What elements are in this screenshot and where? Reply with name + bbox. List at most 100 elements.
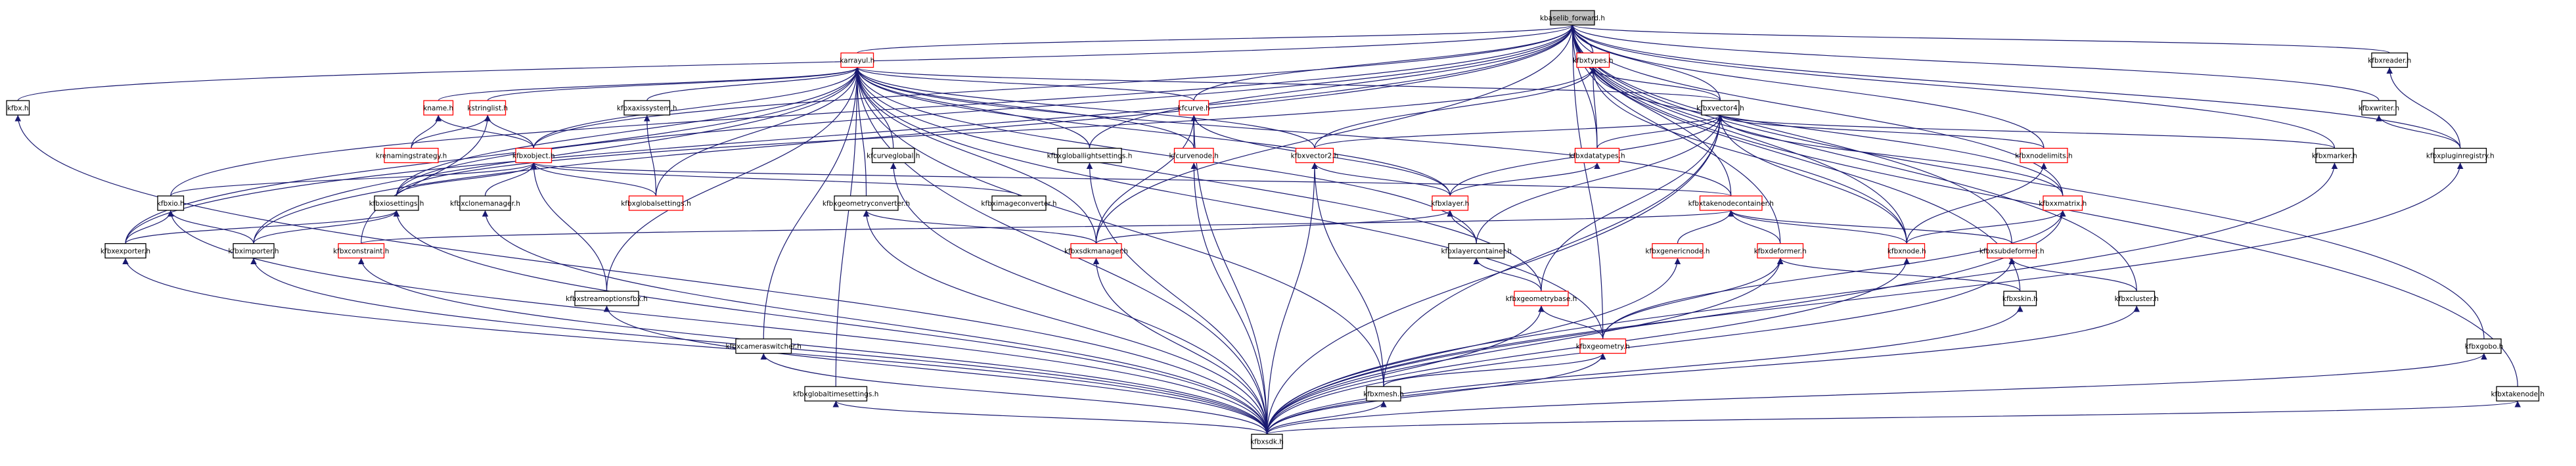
edge-kfbxpluginregistry-to-kfbxwriter <box>2376 114 2461 149</box>
node-kfbxmesh[interactable]: kfbxmesh.h <box>1363 386 1404 402</box>
node-kfbxnode[interactable]: kfbxnode.h <box>1887 243 1926 259</box>
node-box <box>2020 147 2068 164</box>
node-kfbxtakenodecontainer[interactable]: kfbxtakenodecontainer.h <box>1688 195 1774 211</box>
node-krenamingstrategy[interactable]: krenamingstrategy.h <box>376 147 447 164</box>
edge-kname-to-karrayul <box>438 66 861 101</box>
edge-kfbxmarker-to-kbaselib_forward <box>1569 25 2336 149</box>
node-kfcurvenode[interactable]: kfcurvenode.h <box>1169 147 1219 164</box>
edge-kfbxaxissystem-to-karrayul <box>646 67 861 101</box>
node-kfbxlayercontainer[interactable]: kfbxlayercontainer.h <box>1441 243 1512 259</box>
node-kfbxnodelimits[interactable]: kfbxnodelimits.h <box>2015 147 2073 164</box>
node-box <box>1070 243 1122 259</box>
edge-kfbxglobaltimesettings-to-karrayul <box>835 67 861 387</box>
node-kfbxglobaltimesettings[interactable]: kfbxglobaltimesettings.h <box>793 386 878 402</box>
edge-kfbxlayercontainer-to-kfbxlayer <box>1447 210 1477 244</box>
edge-kfbxsdk-to-kfbxsdkmanager <box>1093 258 1268 434</box>
node-kfbxconstraint[interactable]: kfbxconstraint.h <box>333 243 389 259</box>
edge <box>853 67 1097 244</box>
node-kfbxskin[interactable]: kfbxskin.h <box>2002 291 2038 306</box>
node-kfbxlayer[interactable]: kfbxlayer.h <box>1431 195 1469 211</box>
edge <box>438 66 861 101</box>
node-kfbxdatatypes[interactable]: kfbxdatatypes.h <box>1569 147 1625 164</box>
node-kfbxxmatrix[interactable]: kfbxxmatrix.h <box>2039 195 2087 211</box>
edge-kfbxvector2-to-karrayul <box>854 67 1315 149</box>
edge-kfbxsdk-to-kfbxgeometryconverter <box>863 210 1268 434</box>
node-label: kfcurveglobal.h <box>867 152 920 160</box>
node-label: kfbxgenericnode.h <box>1645 248 1709 256</box>
node-kfbx[interactable]: kfbx.h <box>6 100 30 116</box>
node-kfbxglobalsettings[interactable]: kfbxglobalsettings.h <box>621 195 691 211</box>
node-kfbxclonemanager[interactable]: kfbxclonemanager.h <box>450 195 520 211</box>
node-kfcurveglobal[interactable]: kfcurveglobal.h <box>867 147 920 164</box>
node-kfbxdeformer[interactable]: kfbxdeformer.h <box>1754 243 1807 259</box>
node-label: kfbxwriter.h <box>2359 105 2399 112</box>
node-kfbxmarker[interactable]: kfbxmarker.h <box>2312 147 2357 164</box>
node-label: kfbxclonemanager.h <box>450 200 520 208</box>
edge-kfbxlayer-to-kfbxdatatypes <box>1449 162 1600 197</box>
node-karrayul[interactable]: karrayul.h <box>840 52 874 68</box>
edge <box>1314 67 1596 149</box>
node-kfbxgeometry[interactable]: kfbxgeometry.h <box>1576 338 1630 354</box>
edge <box>760 353 1268 434</box>
edge-kfbximageconverter-to-kfbxobject <box>530 162 1020 197</box>
node-kfbxwriter[interactable]: kfbxwriter.h <box>2359 100 2399 116</box>
node-kfbxvector4[interactable]: kfbxvector4.h <box>1696 100 1744 116</box>
edge-kfbxvector4-to-karrayul <box>854 66 1721 101</box>
node-kfbxexporter[interactable]: kfbxexporter.h <box>101 243 150 259</box>
node-box <box>2043 195 2083 211</box>
node-kfbxvector2[interactable]: kfbxvector2.h <box>1291 147 1339 164</box>
node-kfbxtakenode[interactable]: kfbxtakenode.h <box>2491 386 2544 402</box>
edge <box>395 67 861 197</box>
edge <box>1086 162 1268 434</box>
node-box <box>1251 434 1283 450</box>
edge <box>643 114 657 197</box>
node-label: kfbxsdk.h <box>1250 438 1284 446</box>
node-kfcurve[interactable]: kfcurve.h <box>1178 100 1210 116</box>
node-label: kfbxpluginregistry.h <box>2426 152 2495 160</box>
node-kfbxtypes[interactable]: kfbxtypes.h <box>1573 52 1614 68</box>
node-kfbxgeometrybase[interactable]: kfbxgeometrybase.h <box>1506 291 1577 306</box>
node-label: kfbxlayercontainer.h <box>1441 248 1512 256</box>
node-box <box>1576 52 1610 68</box>
edge-kfbxlayercontainer-to-kfbxvector4 <box>1476 114 1724 244</box>
edge-kfbxsdkmanager-to-kfbxlayer <box>1095 210 1453 245</box>
node-kfbxsdkmanager[interactable]: kfbxsdkmanager.h <box>1064 243 1128 259</box>
edge <box>646 67 861 101</box>
node-kfbxgobo[interactable]: kfbxgobo.h <box>2465 338 2504 354</box>
node-kfbxstreamoptionsfbx[interactable]: kfbxstreamoptionsfbx.h <box>566 291 648 306</box>
node-kfbxpluginregistry[interactable]: kfbxpluginregistry.h <box>2426 147 2495 164</box>
node-kfbxgloballightsettings[interactable]: kfbxgloballightsettings.h <box>1047 147 1133 164</box>
edge-kfbxcluster-to-kfbxsubdeformer <box>2008 258 2137 292</box>
node-kfbxgenericnode[interactable]: kfbxgenericnode.h <box>1645 243 1710 259</box>
edge <box>1777 258 2021 292</box>
node-kfbxcluster[interactable]: kfbxcluster.h <box>2115 291 2159 306</box>
node-kstringlist[interactable]: kstringlist.h <box>467 100 508 116</box>
edge <box>1190 162 1268 434</box>
node-kfbximageconverter[interactable]: kfbximageconverter.h <box>981 195 1057 211</box>
node-kfbxaxissystem[interactable]: kfbxaxissystem.h <box>617 100 677 116</box>
node-kfbxio[interactable]: kfbxio.h <box>157 195 185 211</box>
edge <box>857 24 1575 54</box>
node-box <box>735 338 792 354</box>
node-kfbximporter[interactable]: kfbximporter.h <box>228 243 279 259</box>
edge-kfbxsdkmanager-to-kfbxgeometryconverter <box>863 210 1097 244</box>
edge <box>832 400 1268 435</box>
edge-kfbxdatatypes-to-kbaselib_forward <box>1569 25 1598 149</box>
node-kfbxgeometryconverter[interactable]: kfbxgeometryconverter.h <box>823 195 910 211</box>
node-kname[interactable]: kname.h <box>423 100 453 116</box>
edge <box>530 162 608 292</box>
node-kfbxiosettings[interactable]: kfbxiosettings.h <box>369 195 424 211</box>
edge-kfbxsdk-to-kfbxcluster <box>1266 306 2140 434</box>
node-kfbxobject[interactable]: kfbxobject.h <box>512 147 555 164</box>
node-kfbxsubdeformer[interactable]: kfbxsubdeformer.h <box>1979 243 2045 259</box>
node-kbaselib_forward[interactable]: kbaselib_forward.h <box>1540 10 1605 26</box>
node-kfbxreader[interactable]: kfbxreader.h <box>2368 52 2411 68</box>
edge-kfbxsdk-to-kfbxtakenode <box>1266 400 2521 435</box>
edge <box>1589 67 1907 244</box>
node-label: kfbxvector2.h <box>1291 152 1339 160</box>
edge <box>890 162 1268 434</box>
edge-kfbxnode-to-kfbxtypes <box>1589 67 1907 244</box>
node-kfbxsdk[interactable]: kfbxsdk.h <box>1250 434 1284 450</box>
node-label: kfbxvector4.h <box>1696 105 1744 112</box>
node-kfbxcameraswitcher[interactable]: kfbxcameraswitcher.h <box>726 338 802 354</box>
